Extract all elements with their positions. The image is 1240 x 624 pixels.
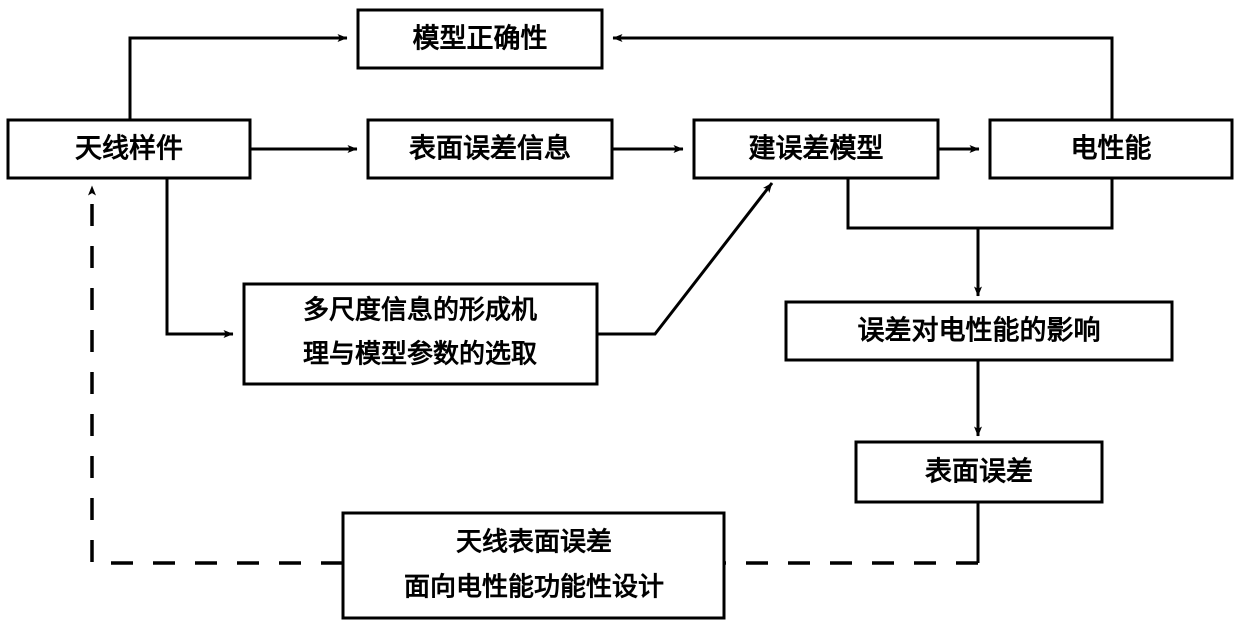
node-antenna-sample[interactable]: 天线样件 bbox=[6, 118, 252, 180]
node-functional-design-label-line2: 面向电性能功能性设计 bbox=[404, 572, 664, 603]
node-multiscale-mechanism-label-line2: 理与模型参数的选取 bbox=[303, 339, 537, 370]
node-error-effect-on-performance-box[interactable] bbox=[784, 300, 1174, 362]
node-multiscale-mechanism[interactable]: 多尺度信息的形成机 理与模型参数的选取 bbox=[242, 282, 599, 386]
node-surface-error-info-label: 表面误差信息 bbox=[409, 133, 571, 165]
node-surface-error-label: 表面误差 bbox=[925, 456, 1033, 488]
node-functional-design-label-line1: 天线表面误差 bbox=[456, 527, 612, 558]
edge-antenna-to-model-accuracy bbox=[128, 34, 348, 120]
node-model-accuracy-label: 模型正确性 bbox=[413, 23, 548, 55]
node-build-error-model-box[interactable] bbox=[692, 118, 940, 180]
node-surface-error-box[interactable] bbox=[854, 440, 1104, 504]
edge-electrical-to-model-accuracy bbox=[612, 34, 1114, 120]
edge-build-model-to-error-effect bbox=[846, 178, 978, 230]
node-multiscale-mechanism-label-line1: 多尺度信息的形成机 bbox=[303, 295, 537, 326]
node-electrical-performance-box[interactable] bbox=[988, 118, 1234, 180]
node-build-error-model[interactable]: 建误差模型 bbox=[692, 118, 940, 180]
node-multiscale-mechanism-box[interactable] bbox=[242, 282, 599, 386]
node-surface-error-info[interactable]: 表面误差信息 bbox=[366, 118, 614, 180]
edge-antenna-to-multiscale bbox=[165, 178, 234, 338]
node-antenna-sample-box[interactable] bbox=[6, 118, 252, 180]
node-build-error-model-label: 建误差模型 bbox=[749, 133, 884, 165]
node-antenna-sample-label: 天线样件 bbox=[75, 133, 183, 165]
node-surface-error[interactable]: 表面误差 bbox=[854, 440, 1104, 504]
node-model-accuracy-box[interactable] bbox=[356, 8, 604, 70]
node-functional-design[interactable]: 天线表面误差 面向电性能功能性设计 bbox=[341, 511, 726, 620]
node-electrical-performance[interactable]: 电性能 bbox=[988, 118, 1234, 180]
node-error-effect-on-performance[interactable]: 误差对电性能的影响 bbox=[784, 300, 1174, 362]
node-surface-error-info-box[interactable] bbox=[366, 118, 614, 180]
node-model-accuracy[interactable]: 模型正确性 bbox=[356, 8, 604, 70]
edge-multiscale-to-build-model bbox=[597, 182, 774, 336]
node-error-effect-on-performance-label: 误差对电性能的影响 bbox=[858, 315, 1101, 347]
node-functional-design-box[interactable] bbox=[341, 511, 726, 620]
edge-electrical-to-error-effect bbox=[974, 178, 1114, 297]
node-electrical-performance-label: 电性能 bbox=[1071, 133, 1152, 165]
